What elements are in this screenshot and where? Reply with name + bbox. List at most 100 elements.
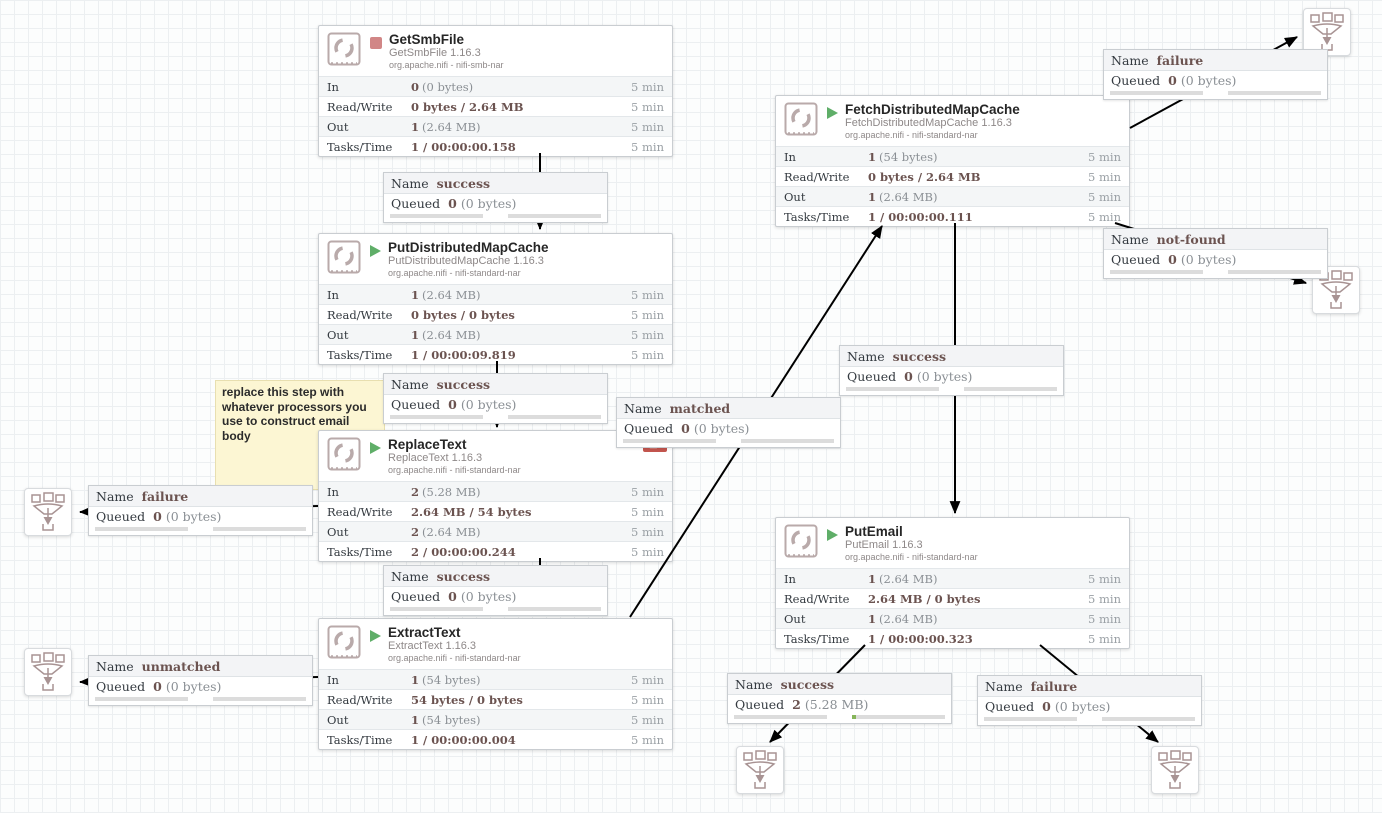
funnel-bottom-center[interactable] bbox=[736, 746, 784, 794]
stat-value: 1(2.64 MB) bbox=[868, 571, 938, 586]
funnel-bottom-right[interactable] bbox=[1151, 746, 1199, 794]
funnel-icon bbox=[1319, 270, 1353, 309]
stat-window: 5 min bbox=[631, 732, 664, 747]
stat-value: 2(2.64 MB) bbox=[411, 524, 481, 539]
name-field-label: Name bbox=[391, 175, 429, 191]
stat-label: Out bbox=[327, 712, 349, 727]
relationship-name: not-found bbox=[1156, 231, 1226, 247]
stat-value: 1 / 00:00:09.819 bbox=[411, 347, 516, 362]
funnel-icon bbox=[31, 652, 65, 691]
queued-field-label: Queued bbox=[847, 369, 897, 384]
stat-value: 1(2.64 MB) bbox=[868, 611, 938, 626]
processor-stamp-icon bbox=[327, 625, 361, 659]
name-field-label: Name bbox=[624, 400, 662, 416]
queued-count: 0 bbox=[1168, 252, 1177, 267]
funnel-left-mid[interactable] bbox=[24, 488, 72, 536]
queue-progress-bar bbox=[390, 607, 483, 611]
stat-window: 5 min bbox=[1088, 591, 1121, 606]
queued-size: (0 bytes) bbox=[165, 679, 222, 694]
stat-label: Out bbox=[327, 327, 349, 342]
queue-progress-bar bbox=[1110, 91, 1203, 95]
stat-window: 5 min bbox=[631, 712, 664, 727]
relationship-name: failure bbox=[141, 488, 189, 504]
processor-type-version: ReplaceText 1.16.3 bbox=[388, 452, 483, 464]
queued-size: (0 bytes) bbox=[460, 589, 517, 604]
stat-window: 5 min bbox=[631, 119, 664, 134]
relationship-name: unmatched bbox=[141, 658, 221, 674]
stat-window: 5 min bbox=[631, 287, 664, 302]
name-field-label: Name bbox=[735, 676, 773, 692]
relationship-name: success bbox=[436, 175, 491, 191]
queue-progress-bar bbox=[1228, 270, 1321, 274]
relationship-name: failure bbox=[1030, 678, 1078, 694]
stat-window: 5 min bbox=[631, 672, 664, 687]
stat-window: 5 min bbox=[631, 524, 664, 539]
stat-label: Tasks/Time bbox=[327, 139, 393, 154]
connection-name-row: Name success bbox=[384, 173, 607, 194]
queued-field-label: Queued bbox=[1111, 73, 1161, 88]
queued-count: 0 bbox=[681, 421, 690, 436]
stat-value: 1 / 00:00:00.004 bbox=[411, 732, 516, 747]
relationship-name: success bbox=[780, 676, 835, 692]
queue-progress-bar bbox=[984, 717, 1077, 721]
stat-value: 1 / 00:00:00.323 bbox=[868, 631, 973, 646]
stat-label: Tasks/Time bbox=[784, 209, 850, 224]
stat-label: In bbox=[784, 571, 796, 586]
running-status-icon bbox=[370, 630, 381, 642]
queued-size: (0 bytes) bbox=[165, 509, 222, 524]
queue-progress-bar bbox=[623, 439, 716, 443]
queue-progress-bar bbox=[734, 715, 827, 719]
queued-field-label: Queued bbox=[1111, 252, 1161, 267]
processor-stamp-icon bbox=[327, 437, 361, 471]
funnel-top-right[interactable] bbox=[1303, 8, 1351, 56]
stat-value: 1 / 00:00:00.111 bbox=[868, 209, 973, 224]
queued-count: 0 bbox=[153, 679, 162, 694]
funnel-left-bottom[interactable] bbox=[24, 648, 72, 696]
stat-label: Out bbox=[327, 524, 349, 539]
queue-progress-bar bbox=[964, 387, 1057, 391]
stat-window: 5 min bbox=[1088, 149, 1121, 164]
stat-window: 5 min bbox=[1088, 189, 1121, 204]
queued-count: 0 bbox=[1042, 699, 1051, 714]
stat-value: 1 / 00:00:00.158 bbox=[411, 139, 516, 154]
stat-window: 5 min bbox=[631, 307, 664, 322]
